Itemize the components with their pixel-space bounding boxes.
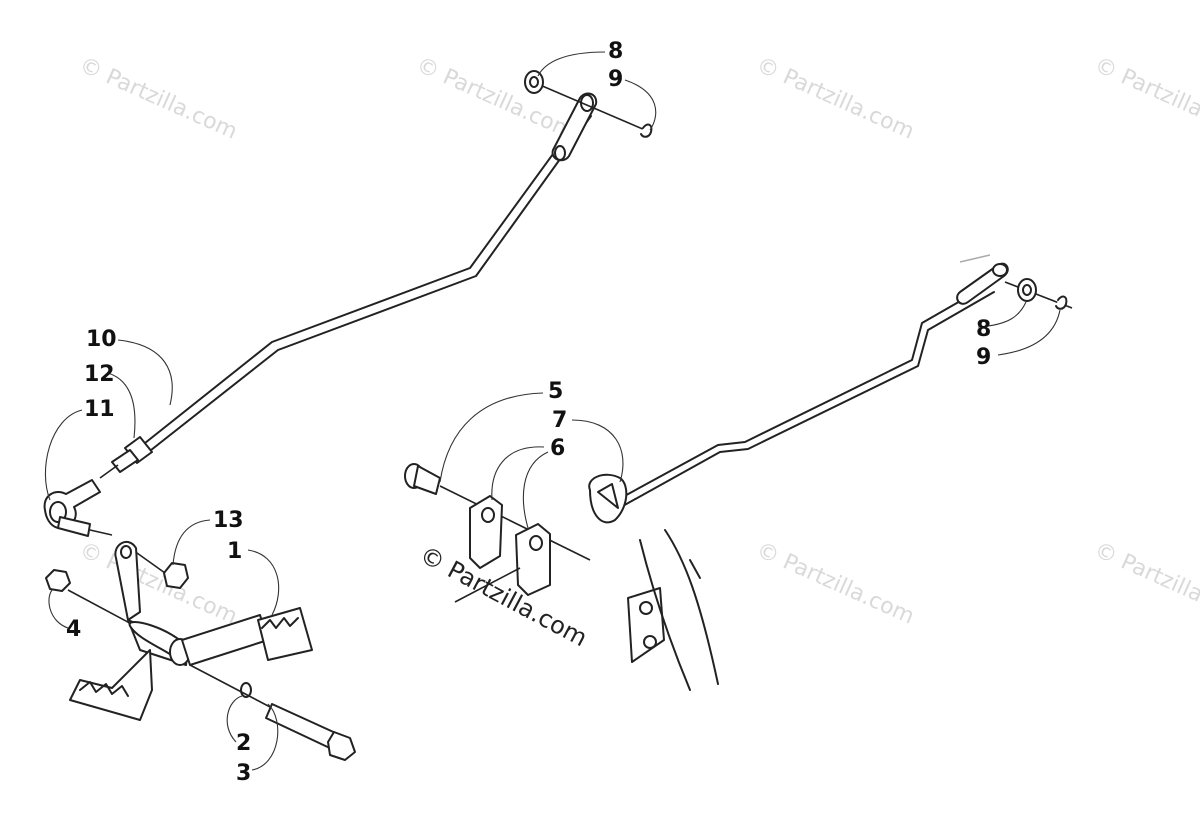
callout-4: 4	[66, 617, 81, 642]
callout-10: 10	[86, 327, 117, 352]
pin	[404, 463, 591, 561]
callout-7: 7	[552, 408, 567, 433]
watermark-tile: © Partzilla.com	[753, 53, 918, 145]
callout-2: 2	[236, 731, 251, 756]
brake-pedal	[69, 541, 313, 721]
shift-rod-right	[607, 283, 995, 513]
watermark-tile: © Partzilla.com	[76, 53, 241, 145]
grommet	[588, 473, 628, 524]
watermark-tile: © Partzilla.com	[1091, 53, 1200, 145]
clip-a	[469, 495, 503, 569]
clip-b	[515, 523, 551, 596]
callout-1: 1	[227, 539, 242, 564]
leader-lines	[44, 51, 1061, 771]
callout-12: 12	[84, 362, 115, 387]
watermark-tile: © Partzilla.com	[753, 538, 918, 630]
bushing-right	[1004, 278, 1073, 310]
callout-6: 6	[550, 436, 565, 461]
callout-11: 11	[84, 397, 115, 422]
rod-link-top	[551, 92, 598, 162]
watermark-tile: © Partzilla.com	[76, 538, 241, 630]
callout-8-right: 8	[976, 317, 991, 342]
callout-9-right: 9	[976, 345, 991, 370]
jam-nut	[111, 436, 153, 473]
callout-8-top: 8	[608, 39, 623, 64]
watermark-tile: © Partzilla.com	[413, 53, 578, 145]
pivot-bolt	[189, 664, 356, 761]
callout-3: 3	[236, 761, 251, 786]
rod-link-right	[956, 254, 1009, 305]
watermark-tile: © Partzilla.com	[1091, 538, 1200, 630]
callout-5: 5	[548, 379, 563, 404]
callout-13: 13	[213, 508, 244, 533]
frame-bracket	[454, 529, 719, 691]
watermark-main: © Partzilla.com	[415, 541, 592, 653]
nut-4	[45, 569, 181, 651]
watermark-tiles: © Partzilla.com © Partzilla.com © Partzi…	[76, 53, 1200, 630]
shift-rod-left	[139, 109, 592, 455]
bushing-top	[524, 70, 653, 138]
callout-9-top: 9	[608, 67, 623, 92]
rod-end	[43, 464, 119, 537]
callouts: 8 9 10 12 11 13 1 4 2 3 5 7 6 8 9	[66, 39, 991, 786]
